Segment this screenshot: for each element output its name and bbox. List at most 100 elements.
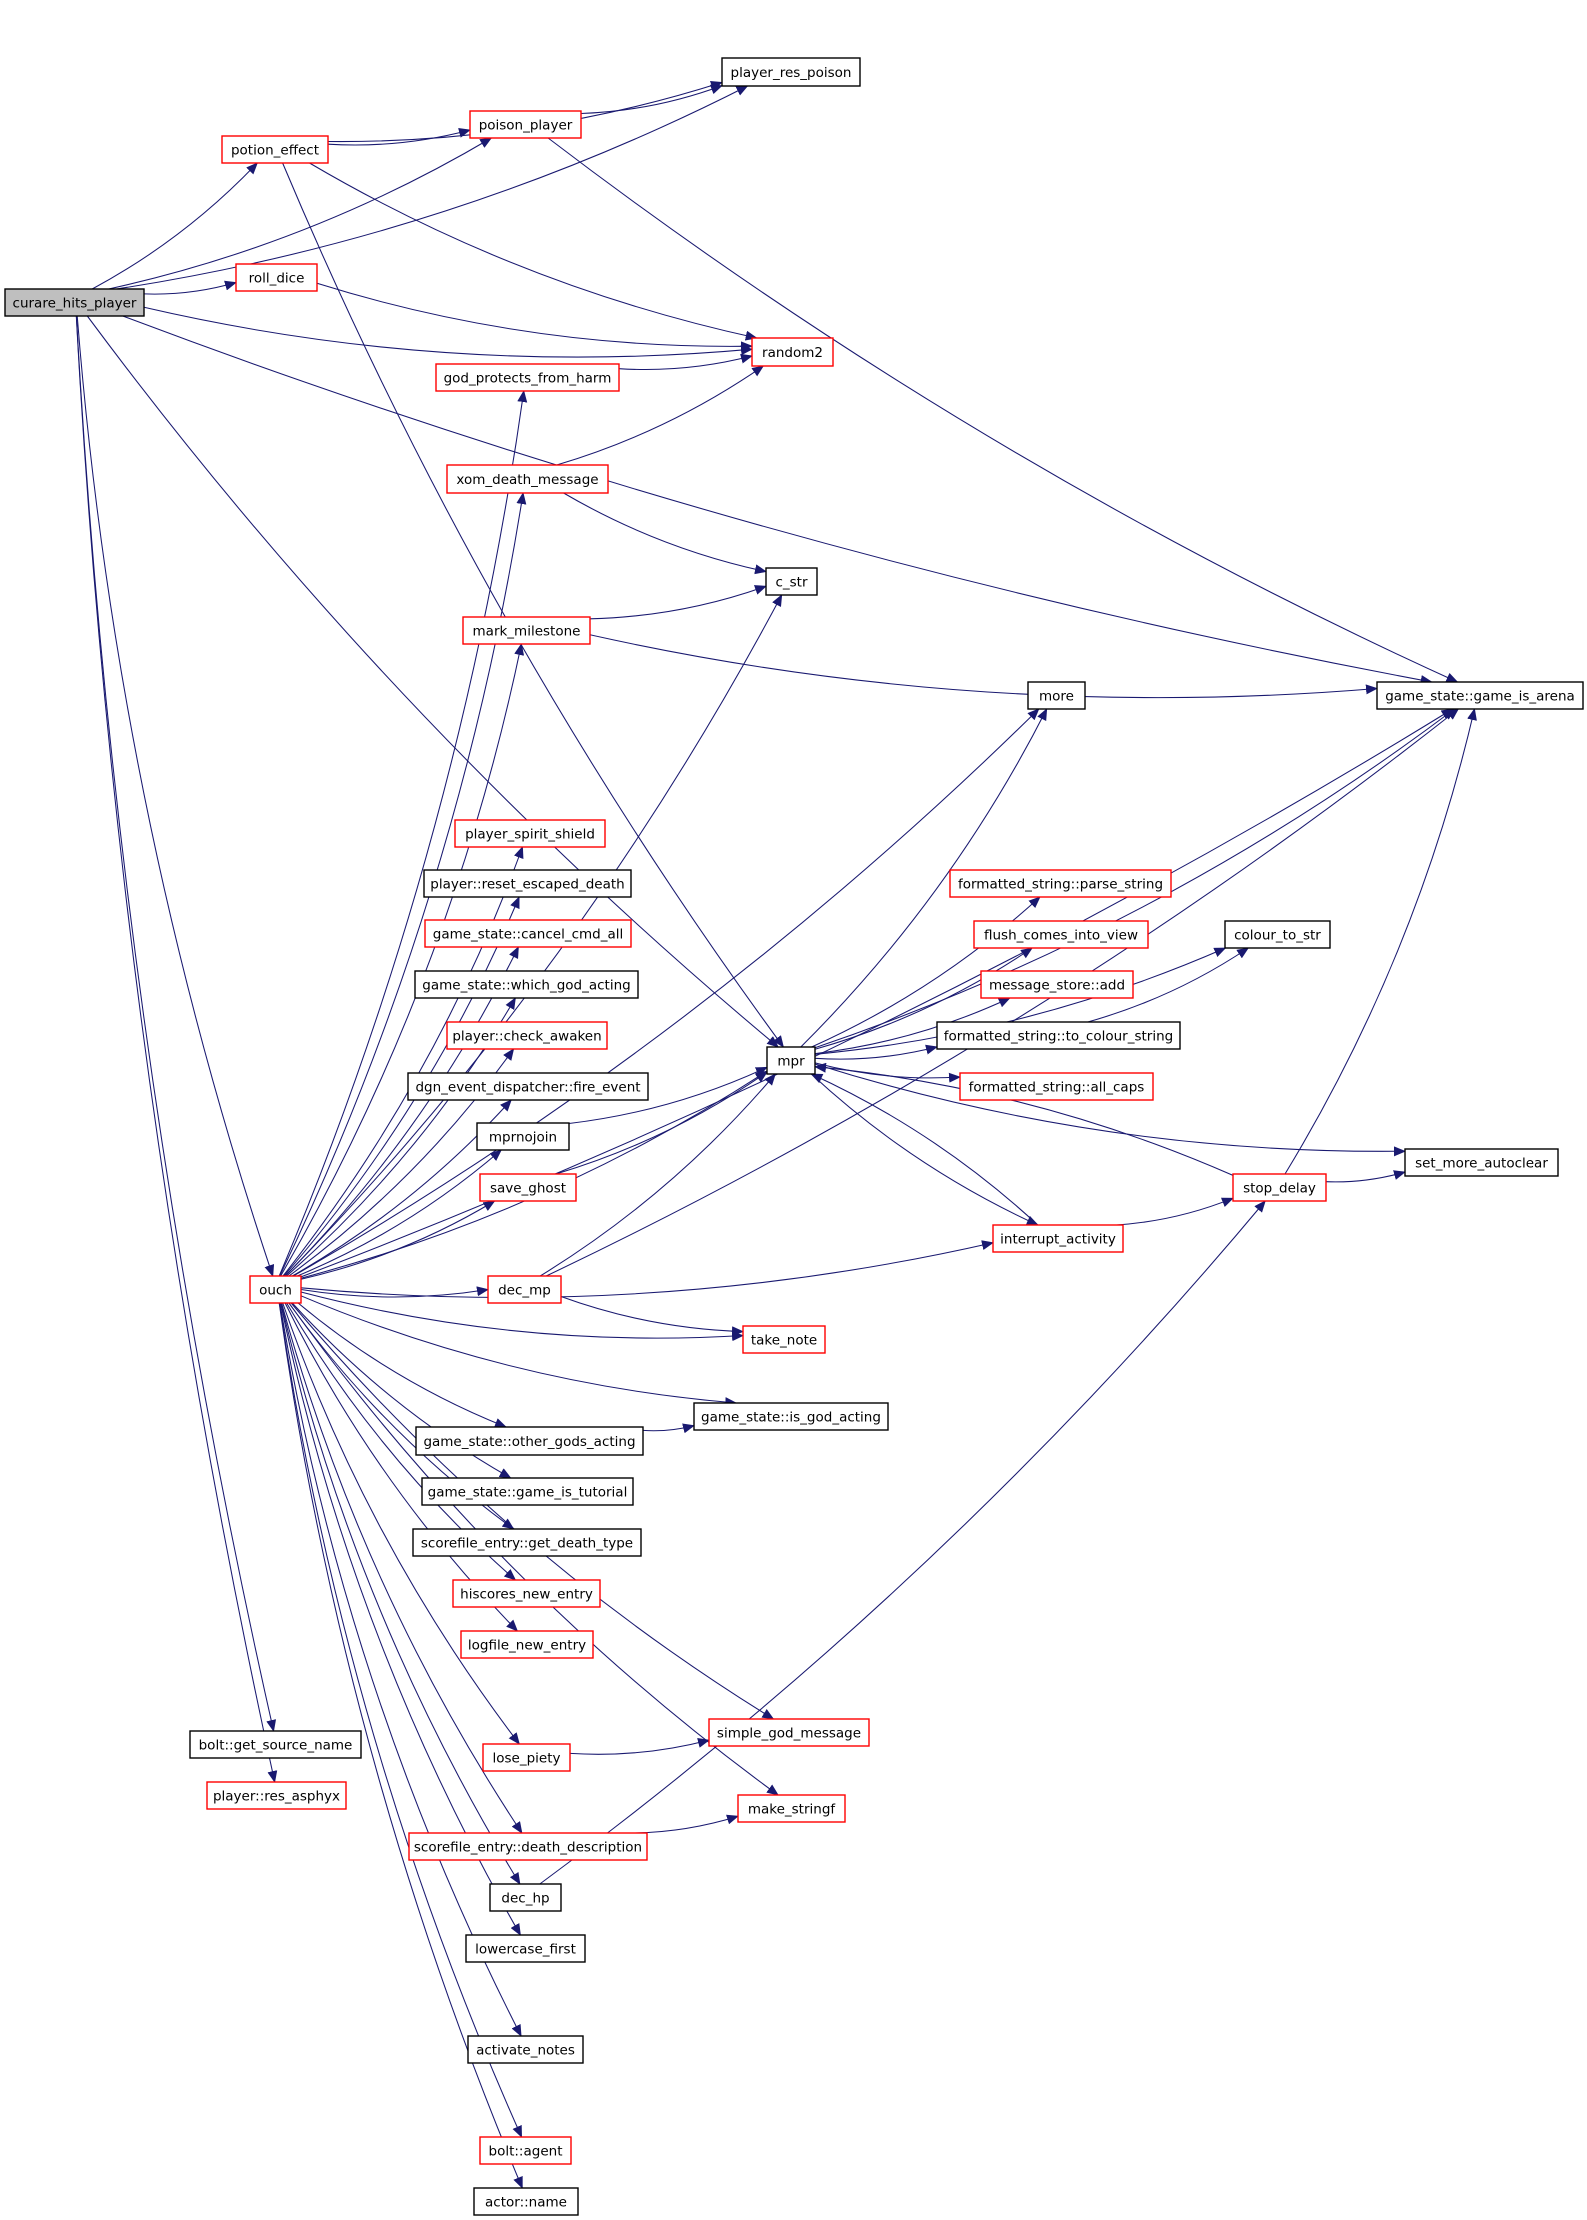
node-box-other_gods_acting [415,1426,644,1456]
node-logfile_new_entry[interactable]: logfile_new_entry [460,1630,594,1659]
node-take_note[interactable]: take_note [742,1325,826,1354]
node-message_store_add[interactable]: message_store::add [980,970,1134,999]
edge-curare_hits_player-to-res_asphyx [75,315,278,1783]
edge-death_description-to-make_stringf [621,1814,739,1834]
node-box-actor_name [473,2187,579,2216]
node-box-is_god_acting [693,1402,889,1431]
node-box-check_awaken [446,1021,608,1050]
edge-ouch-to-god_protects_from_harm [278,390,528,1277]
node-get_death_type[interactable]: scorefile_entry::get_death_type [412,1528,642,1557]
node-more[interactable]: more [1027,681,1086,710]
edge-dec_mp-to-game_is_arena [545,708,1460,1277]
node-make_stringf[interactable]: make_stringf [737,1794,846,1823]
node-roll_dice[interactable]: roll_dice [235,263,318,292]
node-box-curare_hits_player [4,288,145,317]
node-box-lowercase_first [465,1934,586,1963]
node-box-bolt_agent [479,2136,572,2165]
node-label-roll_dice: roll_dice [249,271,305,287]
node-lowercase_first[interactable]: lowercase_first [465,1934,586,1963]
node-fire_event[interactable]: dgn_event_dispatcher::fire_event [407,1072,649,1101]
edge-curare_hits_player-to-potion_effect [91,162,258,290]
node-lose_piety[interactable]: lose_piety [482,1743,571,1772]
node-label-flush_comes_into_view: flush_comes_into_view [984,928,1138,944]
node-box-all_caps [959,1072,1154,1101]
node-god_protects_from_harm[interactable]: god_protects_from_harm [435,363,620,392]
node-c_str[interactable]: c_str [765,567,818,596]
node-ouch[interactable]: ouch [249,1275,302,1304]
node-actor_name[interactable]: actor::name [473,2187,579,2216]
node-hiscores_new_entry[interactable]: hiscores_new_entry [452,1579,601,1608]
node-which_god_acting[interactable]: game_state::which_god_acting [414,970,639,999]
edge-dec_mp-to-mpr [539,1073,776,1277]
node-label-c_str: c_str [775,575,807,591]
node-activate_notes[interactable]: activate_notes [467,2035,584,2064]
node-curare_hits_player[interactable]: curare_hits_player [4,288,145,317]
edge-curare_hits_player-to-game_is_arena [122,315,1433,685]
node-to_colour_string[interactable]: formatted_string::to_colour_string [936,1021,1181,1050]
edges-layer [75,80,1477,2189]
edge-other_gods_acting-to-is_god_acting [642,1423,695,1434]
node-player_res_poison[interactable]: player_res_poison [721,57,861,87]
node-xom_death_message[interactable]: xom_death_message [446,464,609,494]
node-box-get_death_type [412,1528,642,1557]
node-label-actor_name: actor::name [485,2195,567,2211]
node-death_description[interactable]: scorefile_entry::death_description [408,1832,648,1861]
node-mpr[interactable]: mpr [766,1046,816,1075]
edge-dec_hp-to-stop_delay [539,1200,1266,1885]
edge-dec_mp-to-take_note [560,1296,744,1337]
node-reset_escaped_death[interactable]: player::reset_escaped_death [423,869,632,898]
node-box-dec_mp [487,1275,562,1304]
node-box-poison_player [469,110,582,139]
node-box-mprnojoin [476,1122,570,1151]
node-mark_milestone[interactable]: mark_milestone [462,616,591,645]
node-box-reset_escaped_death [423,869,632,898]
node-box-xom_death_message [446,464,609,494]
node-flush_comes_into_view[interactable]: flush_comes_into_view [973,920,1149,949]
node-game_is_tutorial[interactable]: game_state::game_is_tutorial [421,1477,634,1506]
node-potion_effect[interactable]: potion_effect [221,135,329,164]
node-poison_player[interactable]: poison_player [469,110,582,139]
node-colour_to_str[interactable]: colour_to_str [1224,920,1331,949]
node-label-simple_god_message: simple_god_message [717,1726,861,1742]
edge-curare_hits_player-to-random2 [143,306,753,358]
node-box-potion_effect [221,135,329,164]
node-save_ghost[interactable]: save_ghost [479,1173,577,1202]
node-random2[interactable]: random2 [751,337,834,367]
edge-ouch-to-death_description [281,1302,523,1834]
edge-ouch-to-interrupt_activity [300,1240,994,1299]
node-other_gods_acting[interactable]: game_state::other_gods_acting [415,1426,644,1456]
node-parse_string[interactable]: formatted_string::parse_string [949,869,1172,898]
node-mprnojoin[interactable]: mprnojoin [476,1122,570,1151]
node-check_awaken[interactable]: player::check_awaken [446,1021,608,1050]
edge-mpr-to-interrupt_activity [810,1073,1039,1226]
node-bolt_agent[interactable]: bolt::agent [479,2136,572,2165]
node-box-game_is_tutorial [421,1477,634,1506]
node-all_caps[interactable]: formatted_string::all_caps [959,1072,1154,1101]
node-dec_mp[interactable]: dec_mp [487,1275,562,1304]
node-simple_god_message[interactable]: simple_god_message [708,1718,870,1747]
node-get_source_name[interactable]: bolt::get_source_name [189,1730,362,1759]
node-res_asphyx[interactable]: player::res_asphyx [206,1781,347,1810]
edge-curare_hits_player-to-mpr [86,315,779,1048]
edge-stop_delay-to-game_is_arena [1284,708,1477,1175]
node-box-colour_to_str [1224,920,1331,949]
node-player_spirit_shield[interactable]: player_spirit_shield [454,819,606,848]
node-cancel_cmd_all[interactable]: game_state::cancel_cmd_all [424,919,632,948]
edge-mprnojoin-to-mpr [568,1066,768,1125]
node-box-dec_hp [489,1883,562,1912]
node-interrupt_activity[interactable]: interrupt_activity [992,1224,1124,1253]
edge-lose_piety-to-simple_god_message [569,1738,710,1755]
node-game_is_arena[interactable]: game_state::game_is_arena [1376,681,1584,710]
node-box-death_description [408,1832,648,1861]
node-label-get_death_type: scorefile_entry::get_death_type [421,1536,633,1552]
edge-ouch-to-game_is_tutorial [291,1302,512,1479]
node-set_more_autoclear[interactable]: set_more_autoclear [1404,1148,1559,1177]
node-label-god_protects_from_harm: god_protects_from_harm [444,371,612,387]
node-stop_delay[interactable]: stop_delay [1232,1173,1327,1202]
node-dec_hp[interactable]: dec_hp [489,1883,562,1912]
node-label-set_more_autoclear: set_more_autoclear [1415,1156,1548,1172]
node-label-lose_piety: lose_piety [492,1751,560,1767]
edge-ouch-to-bolt_agent [278,1302,523,2138]
node-is_god_acting[interactable]: game_state::is_god_acting [693,1402,889,1431]
edge-curare_hits_player-to-ouch [76,315,275,1277]
